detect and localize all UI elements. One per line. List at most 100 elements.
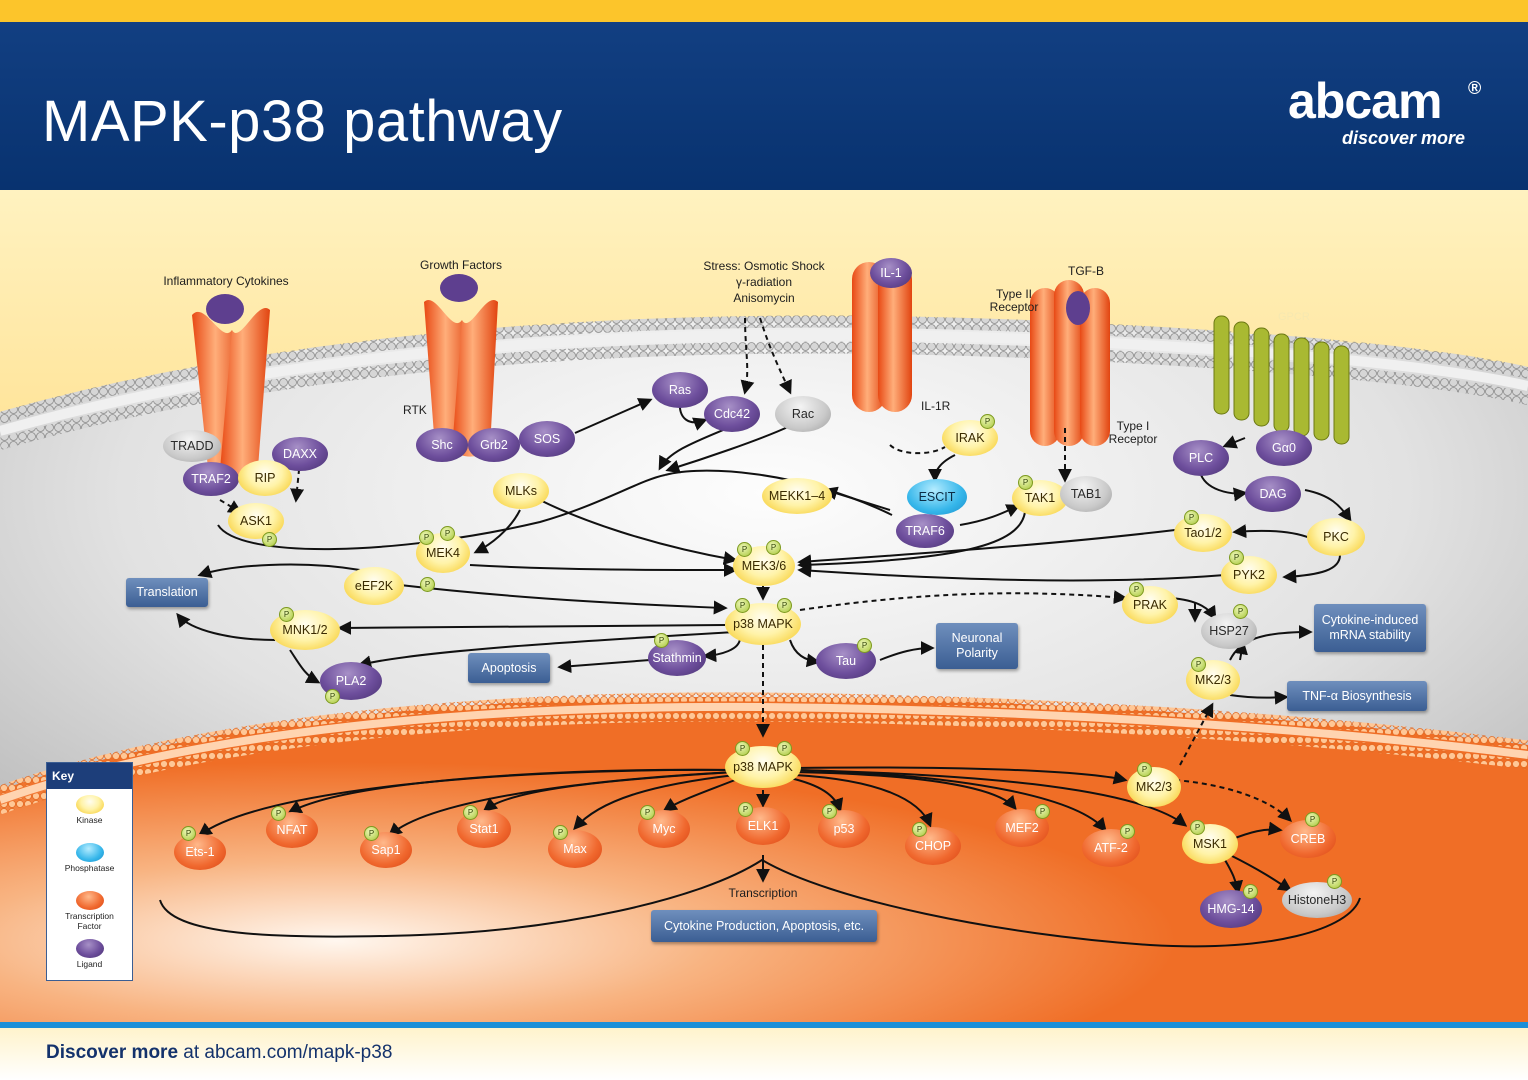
- cytokine-production-box[interactable]: Cytokine Production, Apoptosis, etc.: [651, 910, 877, 942]
- gpcr-label: GPCR: [1278, 311, 1310, 323]
- brand-wordmark: abcam: [1288, 73, 1442, 129]
- transcription-factor-line1: Transcription: [65, 911, 114, 921]
- eef2k-node[interactable]: eEF2K: [344, 567, 404, 605]
- phospho-badge: P: [440, 526, 455, 541]
- rtk-label: RTK: [403, 403, 427, 417]
- gpcr-receptor: [1213, 315, 1350, 445]
- abcam-logo[interactable]: abcam ® discover more: [1288, 76, 1488, 149]
- ras-node[interactable]: Ras: [652, 372, 708, 408]
- phospho-badge: P: [777, 741, 792, 756]
- phospho-badge: P: [738, 802, 753, 817]
- phospho-badge: P: [766, 540, 781, 555]
- neuronal-polarity-box[interactable]: Neuronal Polarity: [936, 623, 1018, 669]
- brand-tagline: discover more: [1342, 128, 1466, 148]
- sos-node[interactable]: SOS: [519, 421, 575, 457]
- ligand-label: Ligand: [76, 959, 103, 969]
- phospho-badge: P: [420, 577, 435, 592]
- ligand-swatch: [76, 939, 104, 958]
- stress-label-2: γ-radiation: [735, 275, 793, 289]
- type1-receptor-line1: Type I: [1116, 419, 1150, 433]
- phospho-badge: P: [1243, 884, 1258, 899]
- pkc-node[interactable]: PKC: [1307, 518, 1365, 556]
- traf6-node[interactable]: TRAF6: [896, 514, 954, 548]
- phospho-badge: P: [1191, 657, 1206, 672]
- tnf-biosynthesis-box[interactable]: TNF-α Biosynthesis: [1287, 681, 1427, 711]
- phospho-badge: P: [822, 804, 837, 819]
- gao-node[interactable]: Gα0: [1256, 430, 1312, 466]
- type2-receptor-label: Type II Receptor: [990, 288, 1039, 314]
- mekk-node[interactable]: MEKK1–4: [762, 478, 832, 514]
- transcription-factor-swatch: [76, 891, 104, 910]
- mnk-node[interactable]: MNK1/2: [270, 610, 340, 650]
- tak1-node[interactable]: TAK1: [1012, 480, 1068, 516]
- creb-node[interactable]: CREB: [1280, 820, 1336, 858]
- type2-receptor-line2: Receptor: [989, 300, 1039, 314]
- phospho-badge: P: [1327, 874, 1342, 889]
- histone-h3-node[interactable]: HistoneH3: [1282, 882, 1352, 918]
- tab1-node[interactable]: TAB1: [1060, 476, 1112, 512]
- tao-node[interactable]: Tao1/2: [1174, 514, 1232, 552]
- transcription-factor-label: Transcription Factor: [47, 911, 132, 931]
- phospho-badge: P: [640, 805, 655, 820]
- apoptosis-box[interactable]: Apoptosis: [468, 653, 550, 683]
- ets1-node[interactable]: Ets-1: [174, 834, 226, 870]
- ask1-node[interactable]: ASK1: [228, 503, 284, 539]
- type2-receptor-line1: Type II: [995, 287, 1033, 301]
- phospho-badge: P: [1120, 824, 1135, 839]
- phospho-badge: P: [1184, 510, 1199, 525]
- phospho-badge: P: [1190, 820, 1205, 835]
- translation-box[interactable]: Translation: [126, 578, 208, 607]
- cytokine-mrna-line2: mRNA stability: [1329, 628, 1411, 642]
- mek4-node[interactable]: MEK4: [416, 533, 470, 573]
- transcription-label: Transcription: [728, 886, 798, 900]
- footer-url: at abcam.com/mapk-p38: [178, 1042, 393, 1063]
- rip-node[interactable]: RIP: [238, 460, 292, 496]
- grb2-node[interactable]: Grb2: [468, 428, 520, 462]
- phospho-badge: P: [737, 542, 752, 557]
- phospho-badge: P: [364, 826, 379, 841]
- mk23-nucleus-node[interactable]: MK2/3: [1127, 767, 1181, 807]
- tgfb-receptor: [1030, 280, 1110, 446]
- phospho-badge: P: [777, 598, 792, 613]
- mlks-node[interactable]: MLKs: [493, 473, 549, 509]
- mek36-node[interactable]: MEK3/6: [733, 546, 795, 586]
- phospho-badge: P: [980, 414, 995, 429]
- dag-node[interactable]: DAG: [1245, 476, 1301, 512]
- phospho-badge: P: [1229, 550, 1244, 565]
- growth-factors-label: Growth Factors: [419, 258, 503, 272]
- il1r-receptor: [852, 262, 912, 412]
- neuronal-polarity-line2: Polarity: [956, 646, 998, 660]
- phospho-badge: P: [1035, 804, 1050, 819]
- traf2-node[interactable]: TRAF2: [183, 462, 239, 496]
- plc-node[interactable]: PLC: [1173, 440, 1229, 476]
- mk23-cytoplasm-node[interactable]: MK2/3: [1186, 660, 1240, 700]
- phospho-badge: P: [262, 532, 277, 547]
- kinase-label: Kinase: [76, 815, 103, 825]
- rac-node[interactable]: Rac: [775, 396, 831, 432]
- phospho-badge: P: [553, 825, 568, 840]
- msk1-node[interactable]: MSK1: [1182, 824, 1238, 864]
- phospho-badge: P: [857, 638, 872, 653]
- page-title: MAPK-p38 pathway: [42, 89, 563, 154]
- myc-node[interactable]: Myc: [638, 810, 690, 848]
- shc-node[interactable]: Shc: [416, 428, 468, 462]
- type1-receptor-label: Type I Receptor: [1109, 420, 1158, 446]
- phospho-badge: P: [1137, 762, 1152, 777]
- type1-receptor-line2: Receptor: [1108, 432, 1158, 446]
- brand-registered-mark: ®: [1468, 78, 1482, 98]
- phospho-badge: P: [735, 741, 750, 756]
- footer-link[interactable]: Discover more at abcam.com/mapk-p38: [46, 1042, 392, 1064]
- escit-node[interactable]: ESCIT: [907, 479, 967, 515]
- tradd-node[interactable]: TRADD: [163, 430, 221, 462]
- legend-key: Key Kinase Phosphatase Transcription Fac…: [46, 762, 133, 981]
- cdc42-node[interactable]: Cdc42: [704, 396, 760, 432]
- cytokine-mrna-box[interactable]: Cytokine-induced mRNA stability: [1314, 604, 1426, 652]
- phospho-badge: P: [1233, 604, 1248, 619]
- phospho-badge: P: [181, 826, 196, 841]
- kinase-swatch: [76, 795, 104, 814]
- phospho-badge: P: [1129, 582, 1144, 597]
- il1-ligand[interactable]: IL-1: [870, 258, 912, 288]
- hsp27-node[interactable]: HSP27: [1201, 613, 1257, 649]
- irak-node[interactable]: IRAK: [942, 420, 998, 456]
- phospho-badge: P: [1018, 475, 1033, 490]
